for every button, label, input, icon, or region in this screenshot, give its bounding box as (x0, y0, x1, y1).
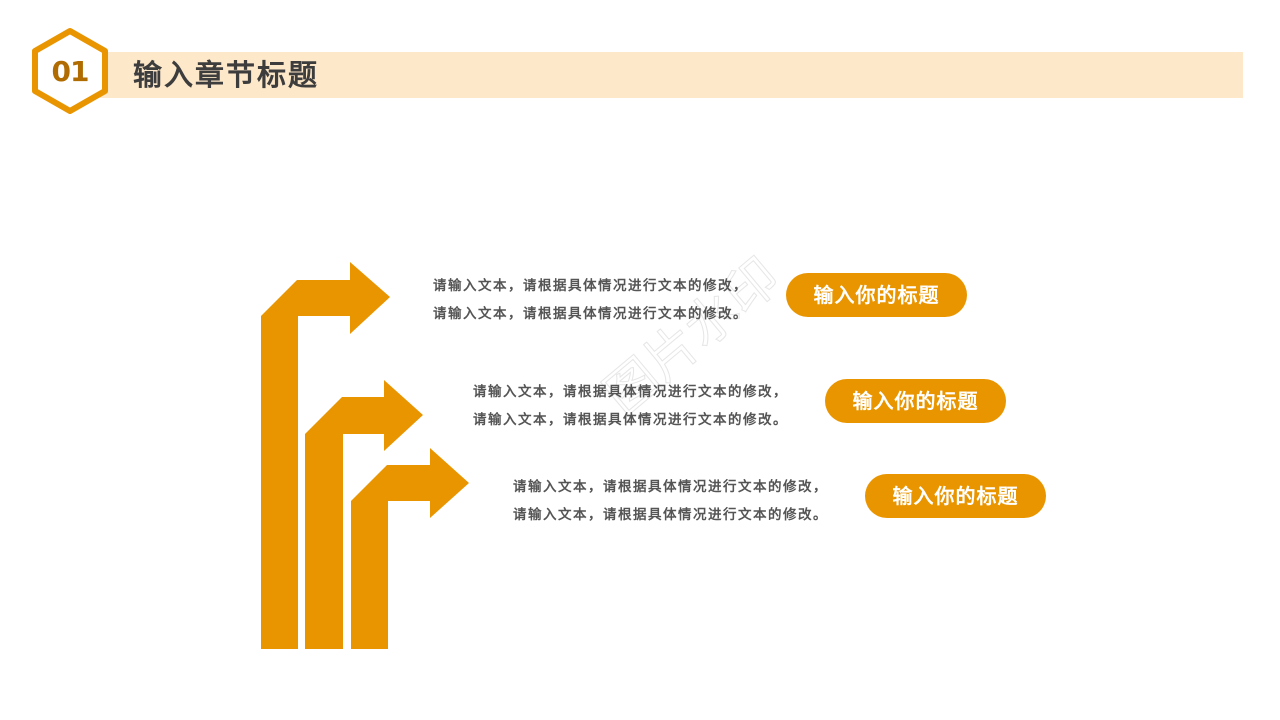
arrow-right-icon (261, 262, 390, 649)
description-line: 请输入文本，请根据具体情况进行文本的修改。 (473, 412, 788, 428)
item-description: 请输入文本，请根据具体情况进行文本的修改， 请输入文本，请根据具体情况进行文本的… (513, 473, 828, 529)
description-line: 请输入文本，请根据具体情况进行文本的修改。 (513, 507, 828, 523)
item-title-pill[interactable]: 输入你的标题 (786, 273, 967, 317)
description-line: 请输入文本，请根据具体情况进行文本的修改， (513, 479, 828, 495)
header-bar (100, 52, 1243, 98)
hexagon-badge-icon (32, 28, 108, 114)
arrow-right-icon (305, 380, 423, 649)
description-line: 请输入文本，请根据具体情况进行文本的修改， (433, 278, 748, 294)
description-line: 请输入文本，请根据具体情况进行文本的修改。 (433, 306, 748, 322)
section-title: 输入章节标题 (133, 58, 320, 92)
section-number: 01 (51, 55, 90, 88)
arrow-right-icon (351, 448, 469, 649)
item-description: 请输入文本，请根据具体情况进行文本的修改， 请输入文本，请根据具体情况进行文本的… (433, 272, 748, 328)
item-title-pill[interactable]: 输入你的标题 (825, 379, 1006, 423)
description-line: 请输入文本，请根据具体情况进行文本的修改， (473, 384, 788, 400)
item-description: 请输入文本，请根据具体情况进行文本的修改， 请输入文本，请根据具体情况进行文本的… (473, 378, 788, 434)
item-title-pill[interactable]: 输入你的标题 (865, 474, 1046, 518)
